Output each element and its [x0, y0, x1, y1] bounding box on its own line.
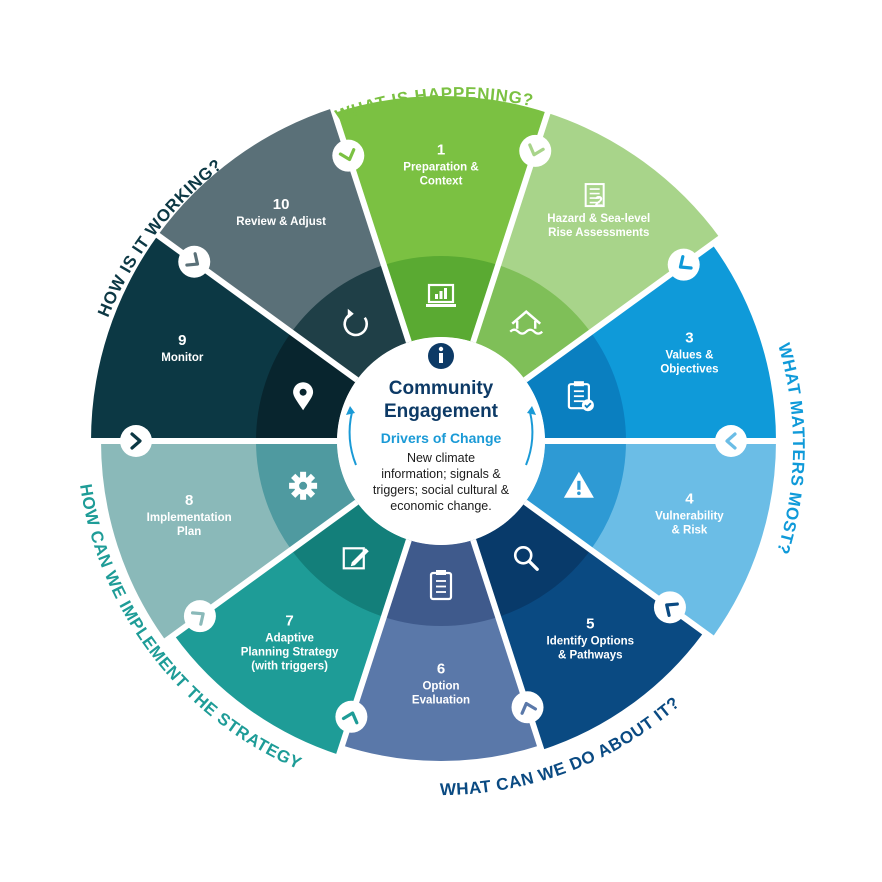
segment-inner-1 [383, 256, 499, 343]
segment-divider [326, 538, 412, 785]
segment-label-line: Plan [177, 526, 201, 538]
info-icon [428, 343, 454, 369]
segment-label-line: Rise Assessments [548, 227, 649, 239]
step-chevron [332, 139, 365, 172]
segment-label-line: Monitor [161, 352, 204, 364]
center-body-line: New climate [407, 451, 475, 465]
segment-label-line: Preparation & [403, 162, 478, 174]
segment-number: 1 [437, 142, 445, 159]
search-icon [513, 546, 539, 571]
segment-label-line: Objectives [660, 363, 718, 375]
question-what-matters-most: WHAT MATTERS MOST? [773, 341, 808, 557]
segment-label-line: Hazard & Sea-level [547, 213, 650, 225]
segment-divider [523, 499, 735, 656]
segment-label-line: & Pathways [558, 649, 623, 661]
chevron-layer [120, 134, 747, 733]
segment-label-line: Implementation [147, 512, 232, 524]
segment-label-line: Identify Options [547, 635, 635, 647]
segment-number: 7 [285, 612, 293, 629]
segment-label-line: Review & Adjust [236, 216, 326, 228]
segment-number: 10 [273, 196, 290, 213]
document-icon [584, 183, 605, 208]
cycle-arrowhead-left [346, 406, 355, 415]
step-chevron [667, 248, 700, 281]
cycle-arrow-left [348, 411, 357, 466]
segment-number: 8 [185, 492, 193, 509]
divider-layer [81, 97, 801, 785]
center-disc [337, 337, 545, 545]
segment-label-line: Context [420, 176, 463, 188]
inner-ring-layer [256, 256, 626, 626]
segment-1 [334, 96, 548, 343]
cycle-arrow-right [525, 411, 534, 466]
step-chevron [335, 700, 368, 733]
segment-label-line: Option [422, 680, 459, 692]
segment-label-line: Values & [665, 349, 713, 361]
bar-chart-monitor-icon [426, 283, 456, 307]
step-chevron [183, 600, 216, 633]
segment-number: 2 [595, 193, 603, 210]
segment-label-line: (with triggers) [251, 660, 328, 672]
segment-inner-6 [383, 539, 499, 626]
segment-divider [523, 226, 735, 383]
warning-icon [563, 471, 594, 498]
center-subtitle: Drivers of Change [381, 430, 502, 446]
segment-number: 5 [586, 615, 594, 632]
segment-divider [326, 97, 412, 344]
icon-layer [289, 183, 605, 601]
step-chevron [120, 425, 152, 457]
center-body-line: triggers; social cultural & [373, 483, 510, 497]
step-chevron [511, 691, 544, 724]
location-pin-icon [293, 382, 314, 411]
segment-number: 3 [685, 329, 693, 346]
segment-label-line: Planning Strategy [241, 646, 339, 658]
refresh-icon [343, 308, 368, 337]
segment-number: 9 [178, 332, 186, 349]
step-chevron [519, 134, 552, 167]
center-title-line2: Engagement [384, 401, 499, 422]
cycle-arrowhead-right [527, 406, 536, 415]
clipboard-check-icon [567, 381, 594, 412]
step-chevron [653, 591, 686, 624]
segment-label-line: Vulnerability [655, 511, 724, 523]
flood-house-icon [509, 309, 544, 335]
segment-divider [470, 538, 556, 785]
segment-inner-3 [525, 332, 626, 441]
gear-icon [289, 471, 318, 500]
step-chevron [178, 245, 211, 278]
step-chevron [715, 425, 747, 457]
center-title-line1: Community [389, 378, 494, 399]
segment-inner-8 [256, 441, 357, 550]
segment-label-line: Adaptive [265, 632, 314, 644]
center-body-line: information; signals & [381, 467, 501, 481]
center-panel: Community Engagement Drivers of Change N… [337, 337, 545, 545]
segment-number: 4 [685, 491, 694, 508]
segment-divider [147, 499, 359, 656]
segment-label-line: & Risk [672, 525, 708, 537]
edit-icon [342, 547, 369, 570]
segment-label-line: Evaluation [412, 694, 470, 706]
segment-number: 6 [437, 660, 445, 677]
center-body-line: economic change. [390, 499, 491, 513]
clipboard-list-icon [429, 570, 453, 601]
